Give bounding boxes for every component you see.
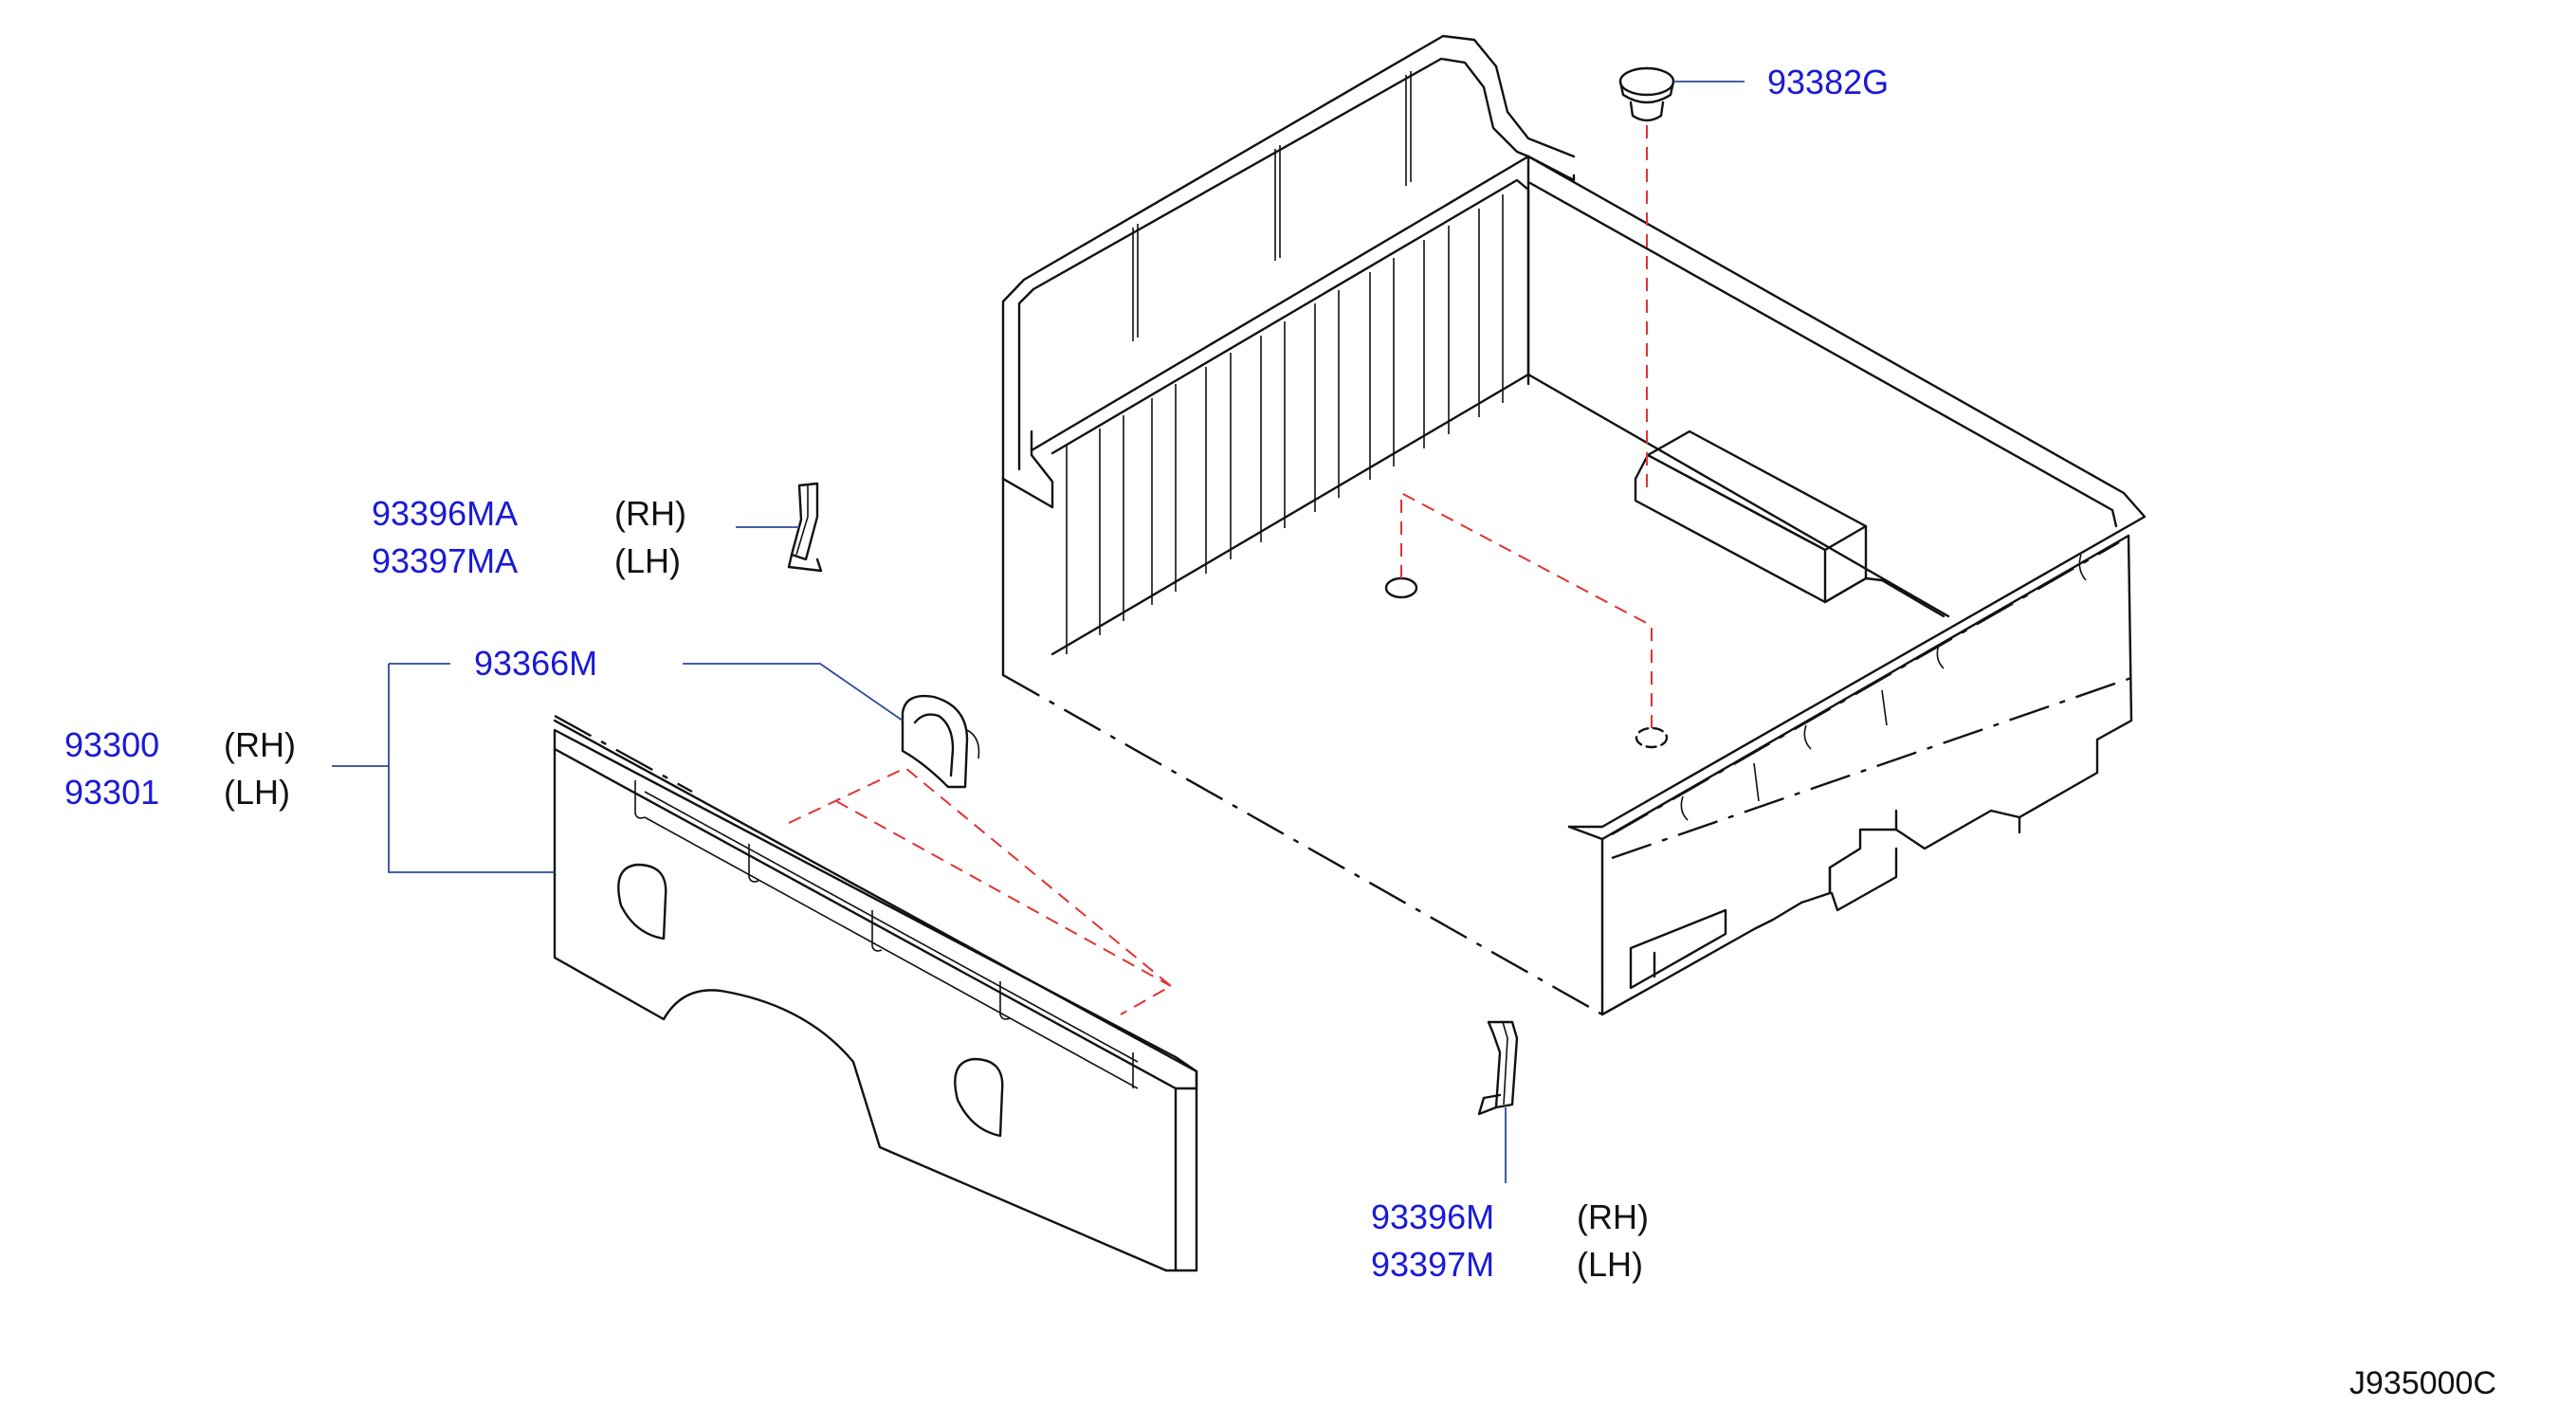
part-number-93382g: 93382G xyxy=(1767,63,1889,101)
part-number-93396m: 93396M xyxy=(1371,1197,1494,1236)
side-label-rh: (RH) xyxy=(614,494,686,533)
side-label-rh: (RH) xyxy=(224,725,296,764)
truck-bed xyxy=(1001,34,2147,1016)
part-number-93366m: 93366M xyxy=(474,644,597,683)
part-number-93300: 93300 xyxy=(64,725,159,764)
side-label-lh: (LH) xyxy=(614,541,681,580)
bracket-93396ma xyxy=(787,482,823,573)
leader-lines xyxy=(332,81,1745,1183)
figure-code: J935000C xyxy=(2349,1365,2496,1401)
callout-lower-bracket: 93396M (RH) 93397M (LH) xyxy=(1371,1197,1649,1284)
side-label-lh: (LH) xyxy=(1577,1245,1643,1284)
part-number-93397m: 93397M xyxy=(1371,1245,1494,1284)
bracket-93396m xyxy=(1477,1020,1519,1116)
part-number-93301: 93301 xyxy=(64,773,159,812)
clip-93382g xyxy=(1618,66,1675,493)
part-number-93396ma: 93396MA xyxy=(372,494,518,533)
side-label-lh: (LH) xyxy=(224,773,290,812)
callout-side-panel: 93300 (RH) 93301 (LH) xyxy=(64,725,296,812)
callout-93382g: 93382G xyxy=(1767,63,1889,101)
part-number-93397ma: 93397MA xyxy=(372,541,518,580)
grommet-93366m xyxy=(901,694,980,789)
callout-93366m: 93366M xyxy=(474,644,597,683)
callout-upper-bracket: 93396MA (RH) 93397MA (LH) xyxy=(372,494,686,580)
side-label-rh: (RH) xyxy=(1577,1197,1649,1236)
side-panel-93300 xyxy=(553,714,1198,1272)
